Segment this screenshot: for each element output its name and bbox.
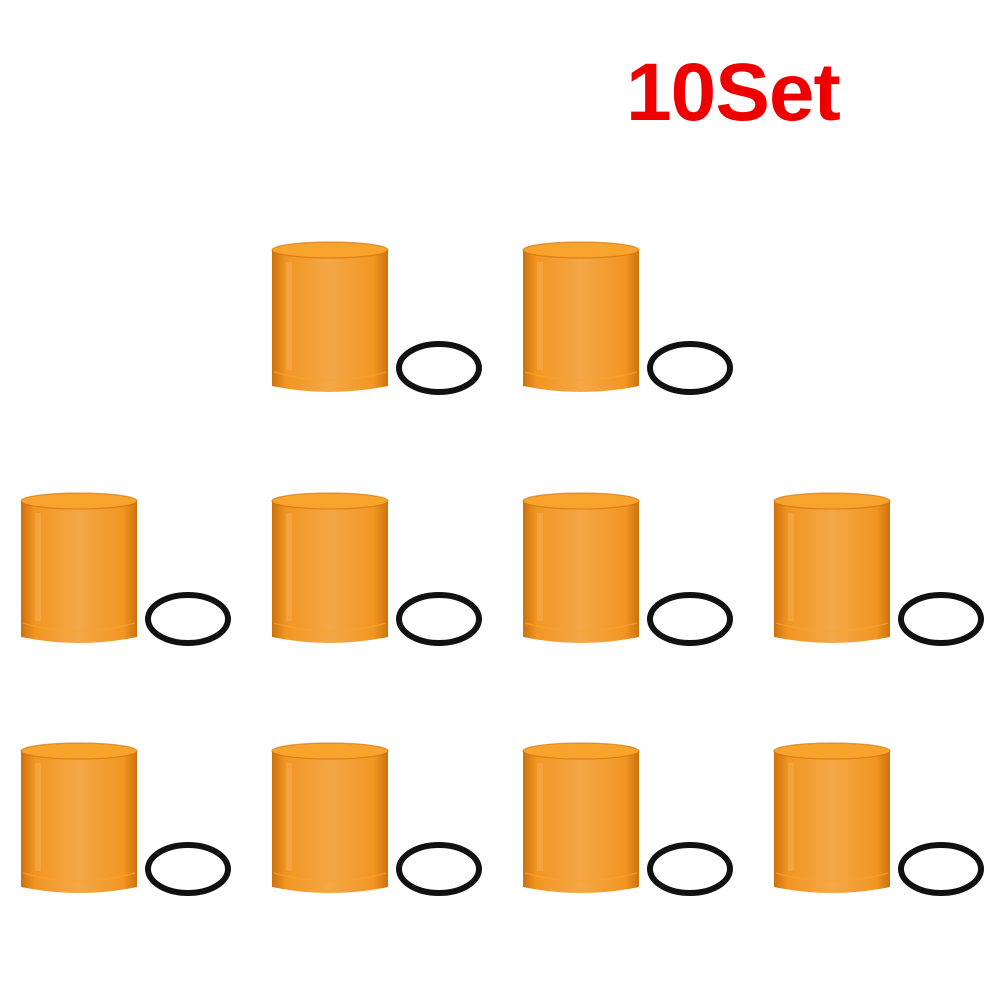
tube-bottom-rim (273, 371, 387, 381)
tube-highlight (537, 262, 543, 370)
tube-top-rim (522, 241, 640, 259)
glass-tube (774, 501, 890, 643)
glass-tube (774, 751, 890, 893)
tube-top-rim (522, 492, 640, 510)
tube-top-rim (20, 492, 138, 510)
glass-tube (272, 751, 388, 893)
glass-tube (21, 501, 137, 643)
glass-tube (523, 501, 639, 643)
glass-tube (272, 501, 388, 643)
tube-bottom-rim (273, 872, 387, 882)
tube-highlight (286, 262, 292, 370)
tube-highlight (286, 513, 292, 621)
o-ring (396, 592, 482, 646)
glass-tube (21, 751, 137, 893)
tube-bottom-rim (775, 872, 889, 882)
o-ring (396, 842, 482, 896)
glass-tube (523, 250, 639, 392)
tube-bottom-rim (524, 622, 638, 632)
tube-top-rim (271, 241, 389, 259)
tube-set-8 (271, 742, 482, 896)
tube-highlight (537, 763, 543, 871)
tube-highlight (788, 763, 794, 871)
tube-set-4 (271, 492, 482, 646)
tube-set-1 (271, 241, 482, 395)
tube-top-rim (271, 492, 389, 510)
o-ring (898, 592, 984, 646)
tube-set-3 (20, 492, 231, 646)
tube-set-2 (522, 241, 733, 395)
tube-top-rim (271, 742, 389, 760)
o-ring (396, 341, 482, 395)
tube-bottom-rim (524, 872, 638, 882)
tube-top-rim (773, 742, 891, 760)
tube-top-rim (522, 742, 640, 760)
tube-highlight (286, 763, 292, 871)
tube-highlight (35, 763, 41, 871)
tube-set-5 (522, 492, 733, 646)
o-ring (145, 842, 231, 896)
tube-set-7 (20, 742, 231, 896)
o-ring (145, 592, 231, 646)
tube-top-rim (773, 492, 891, 510)
tube-top-rim (20, 742, 138, 760)
product-title: 10Set (626, 47, 841, 138)
tube-highlight (537, 513, 543, 621)
tube-bottom-rim (273, 622, 387, 632)
tube-highlight (35, 513, 41, 621)
glass-tube (272, 250, 388, 392)
tube-set-10 (773, 742, 984, 896)
tube-set-9 (522, 742, 733, 896)
tube-bottom-rim (22, 622, 136, 632)
o-ring (898, 842, 984, 896)
o-ring (647, 842, 733, 896)
o-ring (647, 341, 733, 395)
glass-tube (523, 751, 639, 893)
tube-highlight (788, 513, 794, 621)
tube-bottom-rim (22, 872, 136, 882)
o-ring (647, 592, 733, 646)
tube-set-6 (773, 492, 984, 646)
tube-bottom-rim (775, 622, 889, 632)
tube-bottom-rim (524, 371, 638, 381)
